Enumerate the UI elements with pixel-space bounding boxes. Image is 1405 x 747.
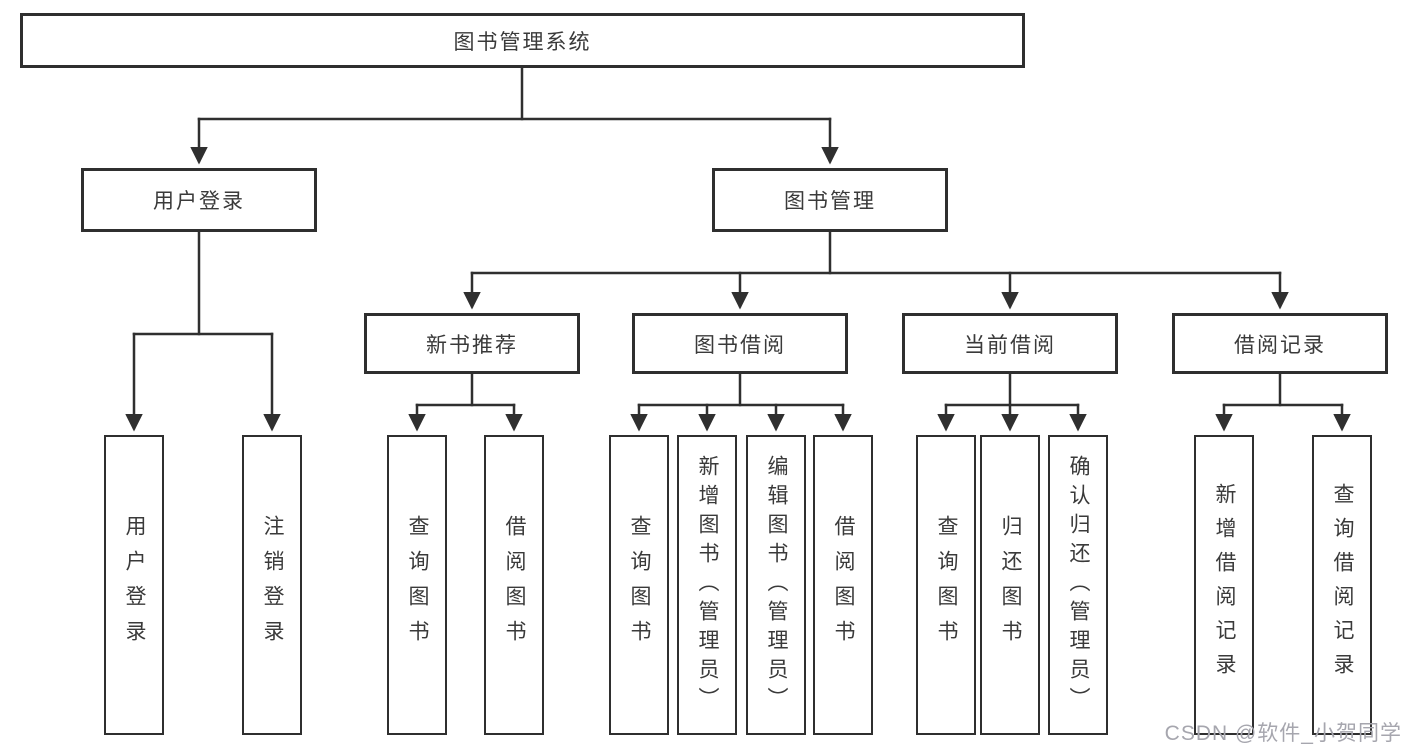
leaf-confirm-return-admin: 确认归还（管理员）: [1048, 435, 1108, 735]
leaf-edit-book-admin: 编辑图书（管理员）: [746, 435, 806, 735]
csdn-watermark: CSDN @软件_小贺同学: [1164, 722, 1402, 745]
node-book-management: 图书管理: [712, 168, 948, 232]
leaf-borrow-books: 借阅图书: [813, 435, 873, 735]
node-root-library-system: 图书管理系统: [20, 13, 1025, 68]
leaf-logout: 注销登录: [242, 435, 302, 735]
leaf-query-borrow-record: 查询借阅记录: [1312, 435, 1372, 735]
leaf-add-borrow-record: 新增借阅记录: [1194, 435, 1254, 735]
leaf-query-books-current: 查询图书: [916, 435, 976, 735]
node-new-book-recommend: 新书推荐: [364, 313, 580, 374]
leaf-user-login: 用户登录: [104, 435, 164, 735]
leaf-return-book: 归还图书: [980, 435, 1040, 735]
node-borrow-records: 借阅记录: [1172, 313, 1388, 374]
leaf-query-books-recommend: 查询图书: [387, 435, 447, 735]
node-book-borrow: 图书借阅: [632, 313, 848, 374]
leaf-query-books-borrow: 查询图书: [609, 435, 669, 735]
leaf-borrow-books-recommend: 借阅图书: [484, 435, 544, 735]
node-user-login: 用户登录: [81, 168, 317, 232]
leaf-add-book-admin: 新增图书（管理员）: [677, 435, 737, 735]
node-current-borrow: 当前借阅: [902, 313, 1118, 374]
